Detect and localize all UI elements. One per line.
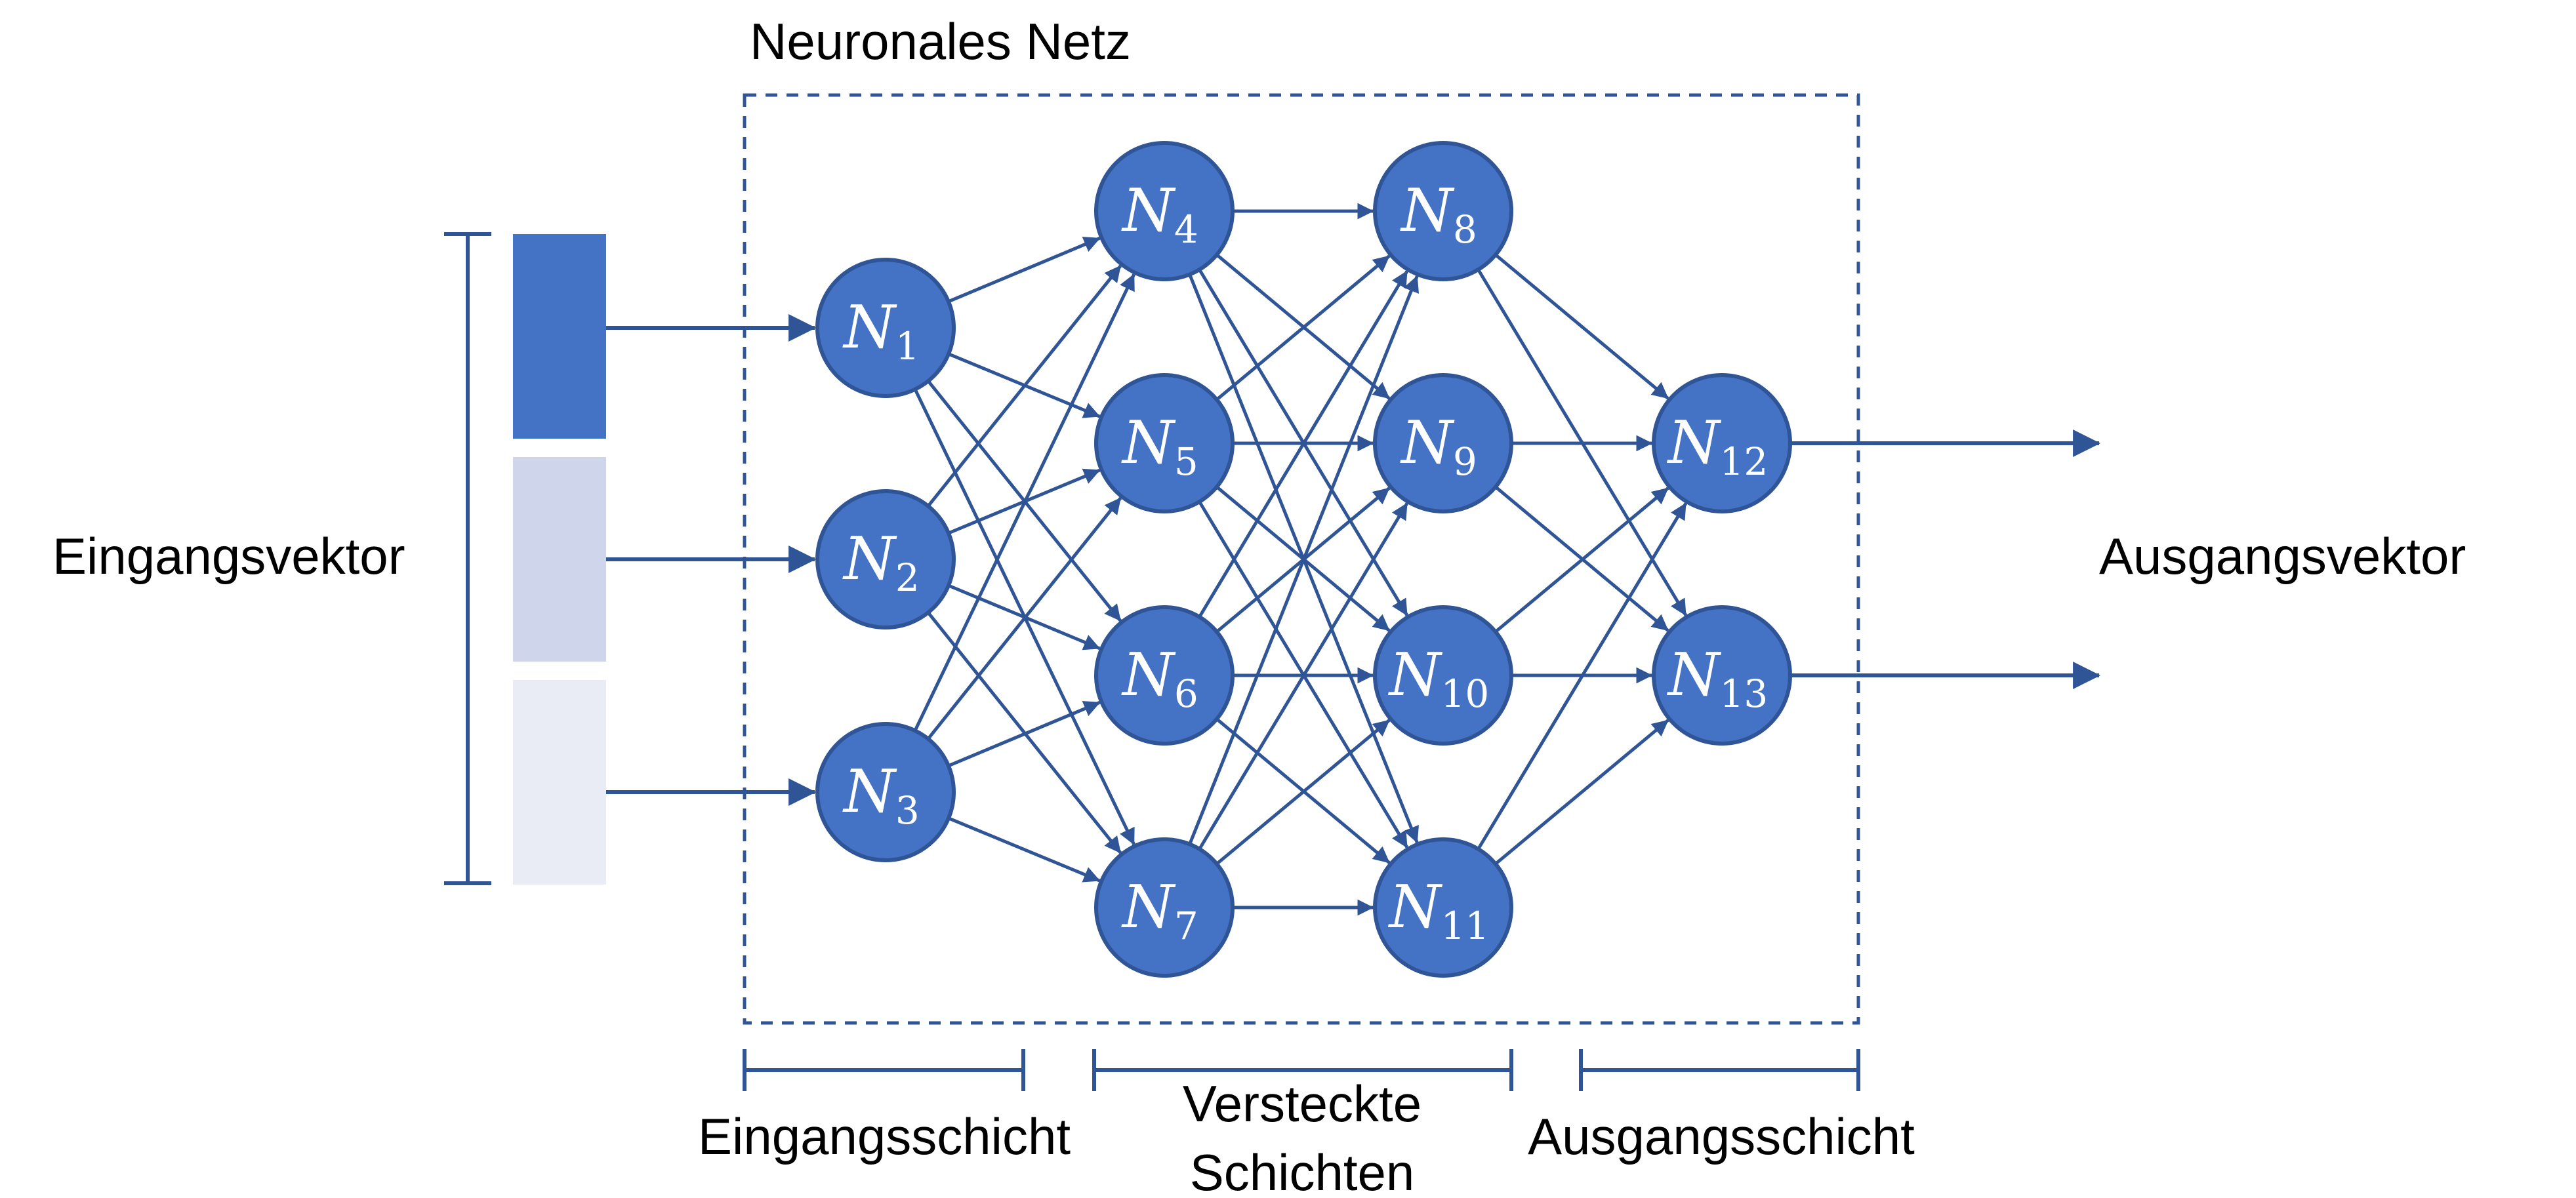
neuron-circle xyxy=(1373,141,1513,281)
input-vector-label: Eingangsvektor xyxy=(52,527,405,585)
neuron-circle xyxy=(815,722,956,862)
hidden-layers-label-line1: Versteckte xyxy=(1183,1075,1421,1132)
neuron-letter: N xyxy=(1388,641,1443,709)
input-vector-bracket xyxy=(444,232,491,885)
neuron-n8: N8 xyxy=(1373,141,1513,281)
output-layer-label: Ausgangsschicht xyxy=(1528,1108,1915,1165)
neuron-n3: N3 xyxy=(815,722,956,862)
input-vector-cell-3 xyxy=(513,680,606,885)
neuron-letter: N xyxy=(842,757,897,826)
input-vector-cell-1 xyxy=(513,234,606,439)
connection-n6-n8 xyxy=(1198,270,1409,617)
neuron-label: N8 xyxy=(1400,176,1477,252)
neuron-index: 12 xyxy=(1719,439,1768,484)
neuron-n4: N4 xyxy=(1094,141,1235,281)
neuron-label: N13 xyxy=(1667,641,1768,716)
neuron-n10: N10 xyxy=(1373,605,1513,746)
neuron-label: N12 xyxy=(1667,409,1768,484)
neuron-circle xyxy=(1094,141,1235,281)
connections xyxy=(606,203,2101,916)
neuron-label: N9 xyxy=(1400,409,1477,484)
neuron-letter: N xyxy=(1400,176,1455,245)
connection-n11-n13 xyxy=(1495,719,1669,865)
neuron-index: 4 xyxy=(1174,207,1198,252)
connection-n8-n12 xyxy=(1495,254,1669,400)
neuron-circle xyxy=(815,489,956,629)
connection-n7-n10 xyxy=(1216,719,1391,865)
neuron-n6: N6 xyxy=(1094,605,1235,746)
connection-n5-n8 xyxy=(1216,254,1391,401)
input-layer-bracket xyxy=(743,1049,1025,1091)
layer-brackets xyxy=(743,1049,1860,1091)
neuron-n12: N12 xyxy=(1652,373,1792,513)
connection-n1-n4 xyxy=(949,236,1101,303)
connection-n10-n12 xyxy=(1495,487,1669,633)
neuron-label: N11 xyxy=(1388,873,1490,948)
neuron-letter: N xyxy=(842,525,897,593)
hidden-layers-label-line2: Schichten xyxy=(1190,1144,1415,1198)
neuron-label: N10 xyxy=(1388,641,1490,716)
connection-n3-n4 xyxy=(914,273,1135,730)
neuron-index: 8 xyxy=(1453,207,1477,252)
neuron-label: N2 xyxy=(842,525,920,600)
neuron-label: N4 xyxy=(1121,176,1198,252)
neuron-letter: N xyxy=(1388,873,1443,942)
neuron-index: 3 xyxy=(895,788,920,833)
neuron-n5: N5 xyxy=(1094,373,1235,513)
neuron-label: N7 xyxy=(1121,873,1198,948)
neuron-circle xyxy=(1652,373,1792,513)
neuron-n13: N13 xyxy=(1652,605,1792,746)
connection-n7-n9 xyxy=(1198,502,1409,849)
connection-n11-n12 xyxy=(1477,502,1688,849)
neuron-label: N5 xyxy=(1121,409,1198,484)
output-vector-label: Ausgangsvektor xyxy=(2099,527,2466,585)
neuron-index: 5 xyxy=(1174,439,1198,484)
connection-n3-n5 xyxy=(928,497,1122,739)
diagram-title: Neuronales Netz xyxy=(750,12,1131,70)
neuron-circle xyxy=(815,258,956,398)
neuron-letter: N xyxy=(1121,641,1176,709)
neuron-index: 7 xyxy=(1174,904,1198,948)
connection-n7-n8 xyxy=(1189,275,1420,844)
neuron-index: 1 xyxy=(895,324,920,369)
neuron-n7: N7 xyxy=(1094,837,1235,978)
hidden-layers-bracket xyxy=(1092,1049,1513,1091)
neuron-circle xyxy=(1373,605,1513,746)
neuron-n9: N9 xyxy=(1373,373,1513,513)
neuron-index: 6 xyxy=(1174,671,1198,716)
neuron-circle xyxy=(1094,837,1235,978)
input-vector-cell-2 xyxy=(513,457,606,662)
neuron-letter: N xyxy=(1121,409,1176,477)
connection-n3-n7 xyxy=(949,817,1101,883)
connection-n2-n4 xyxy=(928,264,1122,506)
neuron-letter: N xyxy=(1121,873,1176,942)
neuron-index: 11 xyxy=(1441,904,1489,948)
neuron-n2: N2 xyxy=(815,489,956,629)
neuron-index: 13 xyxy=(1719,671,1768,716)
output-layer-bracket xyxy=(1579,1049,1860,1091)
neuron-circle xyxy=(1373,837,1513,978)
neuron-circle xyxy=(1094,373,1235,513)
neuron-letter: N xyxy=(1667,409,1722,477)
neuron-label: N1 xyxy=(842,293,920,369)
connection-n3-n6 xyxy=(949,700,1101,767)
neuron-index: 2 xyxy=(895,555,920,600)
neuron-circle xyxy=(1373,373,1513,513)
input-layer-label: Eingangsschicht xyxy=(698,1108,1071,1165)
neuron-circle xyxy=(1094,605,1235,746)
neuron-n11: N11 xyxy=(1373,837,1513,978)
neuron-index: 10 xyxy=(1441,671,1489,716)
neuron-letter: N xyxy=(1121,176,1176,245)
neuron-letter: N xyxy=(1400,409,1455,477)
neuron-circle xyxy=(1652,605,1792,746)
neuron-index: 9 xyxy=(1453,439,1477,484)
neuron-n1: N1 xyxy=(815,258,956,398)
neuron-label: N3 xyxy=(842,757,920,833)
neuron-letter: N xyxy=(842,293,897,362)
neuron-label: N6 xyxy=(1121,641,1198,716)
neuron-letter: N xyxy=(1667,641,1722,709)
